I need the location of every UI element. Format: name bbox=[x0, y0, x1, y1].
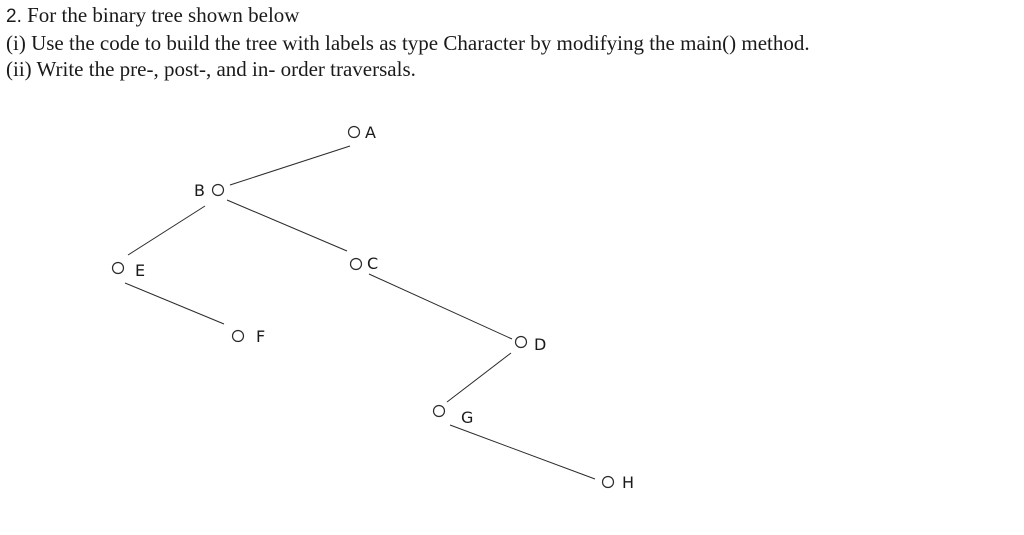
node-label-a: A bbox=[365, 123, 376, 142]
tree-node-a: A bbox=[347, 123, 376, 142]
node-circle-h bbox=[601, 475, 615, 489]
question-number: 2. bbox=[6, 6, 22, 27]
edge-b-e bbox=[127, 205, 206, 256]
node-label-e: E bbox=[135, 261, 145, 280]
question-text: 2. For the binary tree shown below (i) U… bbox=[6, 2, 1018, 82]
edge-d-g bbox=[446, 352, 512, 403]
node-circle-a bbox=[347, 125, 361, 139]
node-label-f: F bbox=[256, 327, 265, 346]
edge-e-f bbox=[124, 282, 225, 325]
node-circle-e bbox=[111, 261, 125, 275]
tree-node-e: E bbox=[111, 261, 145, 280]
edge-b-c bbox=[226, 199, 348, 252]
edge-g-h bbox=[449, 424, 596, 480]
tree-node-c: C bbox=[349, 254, 378, 273]
node-circle-d bbox=[514, 335, 528, 349]
edge-c-d bbox=[368, 273, 513, 340]
node-circle-g bbox=[432, 404, 446, 418]
node-label-b: B bbox=[194, 181, 205, 200]
tree-node-d: D bbox=[514, 335, 546, 354]
tree-node-f: F bbox=[231, 327, 265, 346]
question-intro-line: 2. For the binary tree shown below bbox=[6, 2, 1018, 30]
tree-nodes: A B C D E F G H bbox=[111, 123, 634, 492]
tree-node-b: B bbox=[194, 181, 225, 200]
question-part-ii: (ii) Write the pre-, post-, and in- orde… bbox=[6, 57, 416, 81]
node-label-g: G bbox=[461, 408, 473, 427]
node-label-h: H bbox=[622, 473, 634, 492]
node-circle-c bbox=[349, 257, 363, 271]
tree-edges bbox=[124, 145, 596, 480]
node-label-d: D bbox=[534, 335, 546, 354]
tree-node-g: G bbox=[432, 404, 473, 427]
node-label-c: C bbox=[367, 254, 378, 273]
node-circle-f bbox=[231, 329, 245, 343]
question-intro: For the binary tree shown below bbox=[27, 3, 300, 27]
question-part-i: (i) Use the code to build the tree with … bbox=[6, 31, 810, 55]
node-circle-b bbox=[211, 183, 225, 197]
tree-node-h: H bbox=[601, 473, 634, 492]
edge-a-b bbox=[229, 145, 351, 186]
